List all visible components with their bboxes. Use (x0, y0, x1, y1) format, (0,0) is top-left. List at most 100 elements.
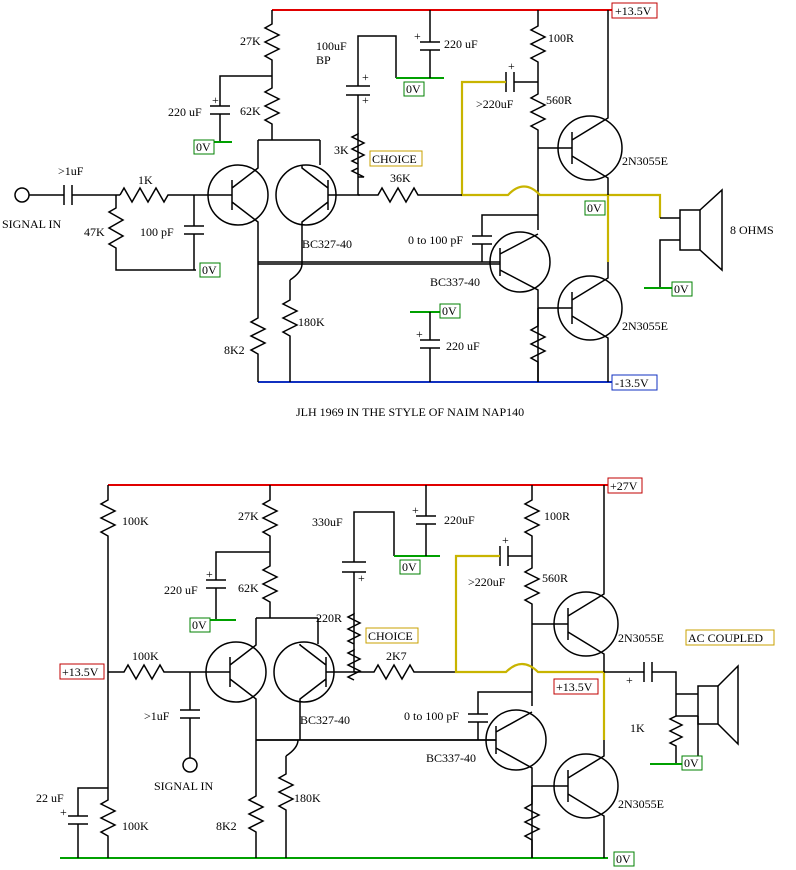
top-r-47k-label: 47K (84, 225, 105, 239)
top-c-0to100-label: 0 to 100 pF (408, 233, 463, 247)
bottom-r-2k7 (354, 663, 456, 681)
bottom-ac-box (685, 629, 775, 646)
bottom-c-in-label: >1uF (144, 709, 170, 723)
bottom-r-lower (523, 786, 541, 858)
top-c-220b-label: 220 uF (444, 37, 478, 51)
bottom-speaker-magnet (697, 685, 719, 725)
top-pair-emitter-bus (257, 139, 321, 165)
top-rail-neg-box (611, 374, 658, 391)
top-c-220d (420, 312, 440, 382)
top-r-3k-label: 3K (334, 143, 349, 157)
top-q-pnp-left (207, 164, 269, 226)
bottom-r-8k2 (247, 740, 265, 858)
bottom-q-pnp-right (273, 641, 335, 703)
top-r-3k-wire (350, 132, 366, 195)
top-c-bp-type: BP (316, 53, 331, 67)
top-rail-pos-box (611, 2, 658, 19)
bottom-r-100k-in-label: 100K (132, 649, 159, 663)
top-r-in-label: 1K (138, 173, 153, 187)
top-q-left-symbol (210, 165, 259, 240)
bottom-r-220r-label: 220R (316, 611, 342, 625)
bottom-0v-label-c: 0V (684, 756, 699, 770)
bottom-r-62k-label: 62K (238, 581, 259, 595)
bottom-0v-label-a: 0V (192, 618, 207, 632)
top-c-bootstrap (505, 72, 538, 92)
bottom-r-560r-label: 560R (542, 571, 568, 585)
top-circuit: +13.5V -13.5V SIGNAL IN >1uF 1K 47K 100 … (2, 2, 774, 419)
bottom-q-out-upper-symbol (532, 485, 605, 672)
top-r-8k2 (249, 240, 267, 382)
top-caption: JLH 1969 IN THE STYLE OF NAIM NAP140 (296, 405, 524, 419)
bottom-0v-box-c (681, 755, 703, 771)
top-q-right-symbol (301, 165, 360, 240)
bottom-r-62k (261, 552, 279, 618)
top-speaker-magnet (679, 209, 701, 251)
bottom-r-100k-bot (99, 672, 117, 858)
bottom-c-bootstrap (499, 546, 532, 566)
top-0v-box-b (193, 139, 215, 155)
bottom-q-right-symbol (299, 644, 356, 740)
top-r-62k-label: 62K (240, 104, 261, 118)
bottom-c-220b-plus: + (412, 503, 419, 517)
bottom-choice-label: CHOICE (368, 629, 413, 643)
top-r-560r-label: 560R (546, 93, 572, 107)
bottom-r-560r (523, 556, 541, 706)
bottom-c-220b (416, 485, 436, 556)
top-q-npn-label: BC337-40 (430, 275, 480, 289)
bottom-signal-in-label: SIGNAL IN (154, 779, 214, 793)
bottom-r-100k-top (99, 485, 117, 672)
top-0v-label-f: 0V (674, 282, 689, 296)
top-r-8k2-label: 8K2 (224, 343, 245, 357)
top-speaker-wires (659, 217, 680, 288)
bottom-signal-in-terminal (182, 757, 198, 773)
bottom-c-220a (206, 551, 270, 620)
bottom-r-1k-label: 1K (630, 721, 645, 735)
top-c-in-label: >1uF (58, 164, 84, 178)
top-rail-neg-label: -13.5V (615, 376, 649, 390)
top-c-220b (420, 10, 440, 78)
bottom-r-220r (346, 612, 362, 650)
bottom-output-node (454, 554, 606, 740)
bottom-c-22uf-label: 22 uF (36, 791, 64, 805)
bottom-c-220c-label: >220uF (468, 575, 506, 589)
top-q-out-upper-symbol (538, 10, 609, 195)
bottom-mid-label-b: +13.5V (556, 680, 593, 694)
top-c-100pf (184, 195, 204, 270)
top-c-220a (210, 75, 272, 142)
bottom-c-22uf-plus: + (60, 805, 67, 819)
bottom-choice-box (365, 627, 419, 644)
bottom-r-180k-label: 180K (294, 791, 321, 805)
top-0v-box-a (199, 262, 221, 278)
bottom-c-330 (342, 511, 395, 681)
top-r-560r (529, 82, 547, 230)
bottom-c-boot-plus: + (502, 533, 509, 547)
top-r-lower (529, 308, 547, 382)
top-0v-label-e: 0V (442, 304, 457, 318)
top-c-220d-plus: + (416, 327, 423, 341)
bottom-0v-label-rail: 0V (616, 852, 631, 866)
bottom-q-pnp-label: BC327-40 (300, 713, 350, 727)
top-c-220c-label: >220uF (476, 97, 514, 111)
top-c-220d-label: 220 uF (446, 339, 480, 353)
top-r-62k (263, 76, 281, 140)
top-load-label: 8 OHMS (730, 223, 774, 237)
bottom-r-100k-top-label: 100K (122, 514, 149, 528)
bottom-r-27k (261, 485, 279, 552)
top-q-out-lower-symbol (538, 262, 609, 382)
top-0v-label-c: 0V (406, 82, 421, 96)
top-c-220b-plus: + (414, 29, 421, 43)
bottom-q-out-label-b: 2N3055E (618, 797, 664, 811)
top-c-0to100 (472, 214, 538, 262)
bottom-r-100k-bot-label: 100K (122, 819, 149, 833)
top-0v-box-c (403, 81, 425, 97)
top-speaker-cone (699, 188, 723, 272)
bottom-circuit: +27V 0V 100K 100K 22 uF + +13.5V 100K >1… (36, 477, 775, 867)
bottom-0v-label-b: 0V (402, 560, 417, 574)
top-signal-in-terminal (14, 187, 30, 203)
bottom-mid-box-b (553, 678, 599, 695)
top-0v-box-f (671, 281, 693, 297)
top-r-180k (258, 240, 500, 382)
top-r-27k (263, 10, 281, 76)
top-output-node (460, 80, 662, 218)
bottom-c-0to100 (468, 691, 532, 740)
